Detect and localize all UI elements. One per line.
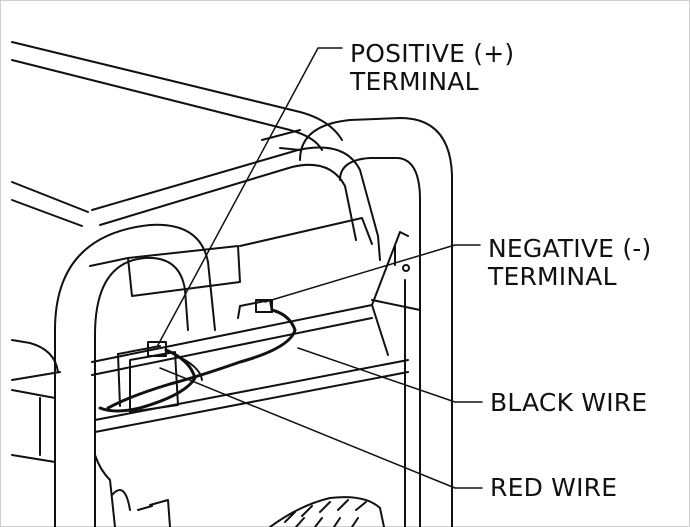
positive-terminal-label-line2: TERMINAL (350, 67, 479, 96)
black-wire-label: BLACK WIRE (490, 388, 648, 417)
positive-terminal-label-line1: POSITIVE (+) (350, 39, 515, 68)
positive-terminal-callout: POSITIVE (+) TERMINAL (350, 40, 514, 96)
negative-leader-line (264, 244, 481, 303)
red-wire-leader-line (159, 367, 483, 489)
black-wire-path (106, 308, 297, 410)
fuel-tank (89, 146, 381, 297)
control-panel-lower-left (11, 389, 171, 527)
positive-leader-line (157, 47, 343, 346)
tube-frame (54, 117, 453, 527)
generator-top-deck (11, 41, 343, 381)
black-wire-callout: BLACK WIRE (490, 389, 647, 417)
wheel-tread (269, 496, 385, 527)
battery-wires (98, 308, 297, 413)
red-wire-path (98, 348, 197, 413)
negative-terminal-callout: NEGATIVE (-) TERMINAL (488, 235, 651, 291)
callout-leaders (157, 47, 483, 489)
negative-terminal-label-line1: NEGATIVE (-) (488, 234, 652, 263)
red-wire-callout: RED WIRE (490, 474, 617, 502)
black-wire-leader-line (297, 347, 483, 403)
negative-terminal-label-line2: TERMINAL (488, 262, 617, 291)
red-wire-label: RED WIRE (490, 473, 618, 502)
battery-tray (91, 231, 409, 433)
negative-terminal-block (255, 299, 273, 313)
